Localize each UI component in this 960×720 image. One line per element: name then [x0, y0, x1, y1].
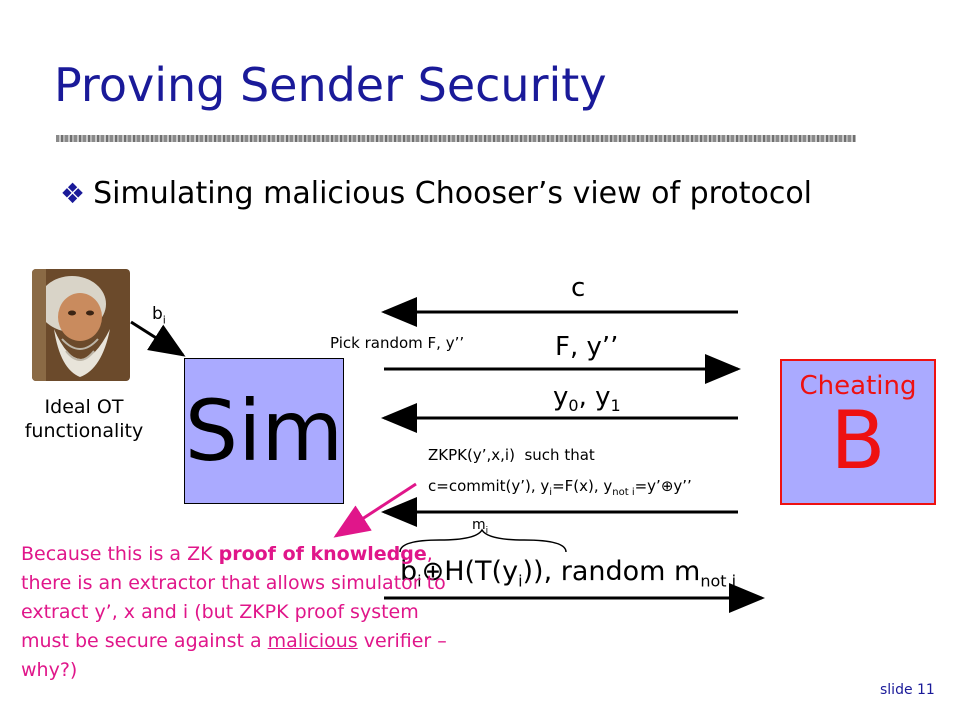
- zkpk-head: ZKPK(y’,x,i) such that: [428, 446, 595, 464]
- ideal-input-label: bi: [152, 304, 166, 327]
- brace-m-i: [399, 528, 567, 553]
- arrow-ideal-to-sim: [130, 320, 186, 357]
- zkpk-statement: c=commit(y’), yi=F(x), ynot i=y’⊕y’’: [428, 477, 692, 498]
- msg-pick-random: Pick random F, y’’: [330, 334, 465, 352]
- sim-box: Sim: [184, 358, 344, 504]
- ideal-ot-line2: functionality: [24, 420, 144, 442]
- msg-f-y: F, y’’: [555, 332, 619, 362]
- bullet-text: Simulating malicious Chooser’s view of p…: [93, 176, 813, 211]
- arrow-pointer: [333, 482, 417, 538]
- ideal-ot-label: Ideal OT functionality: [14, 395, 154, 443]
- explanation-note: Because this is a ZK proof of knowledge,…: [21, 543, 447, 681]
- ideal-ot-line1: Ideal OT: [44, 396, 124, 418]
- bullet-item: ❖ Simulating malicious Chooser’s view of…: [60, 176, 812, 211]
- cheating-b-box: Cheating B: [780, 359, 936, 505]
- msg-y0-y1: y0, y1: [553, 382, 621, 416]
- cheating-label: Cheating: [799, 371, 917, 401]
- title-divider: [56, 135, 856, 142]
- final-message: bi⊕H(T(yi)), random mnot i: [400, 556, 737, 591]
- slide-number: slide 11: [880, 682, 935, 698]
- b-label: B: [830, 394, 886, 487]
- bullet-icon: ❖: [60, 176, 86, 210]
- portrait-image: [32, 269, 130, 381]
- msg-c: c: [571, 273, 586, 303]
- slide-title: Proving Sender Security: [54, 58, 607, 112]
- sim-label: Sim: [184, 382, 344, 480]
